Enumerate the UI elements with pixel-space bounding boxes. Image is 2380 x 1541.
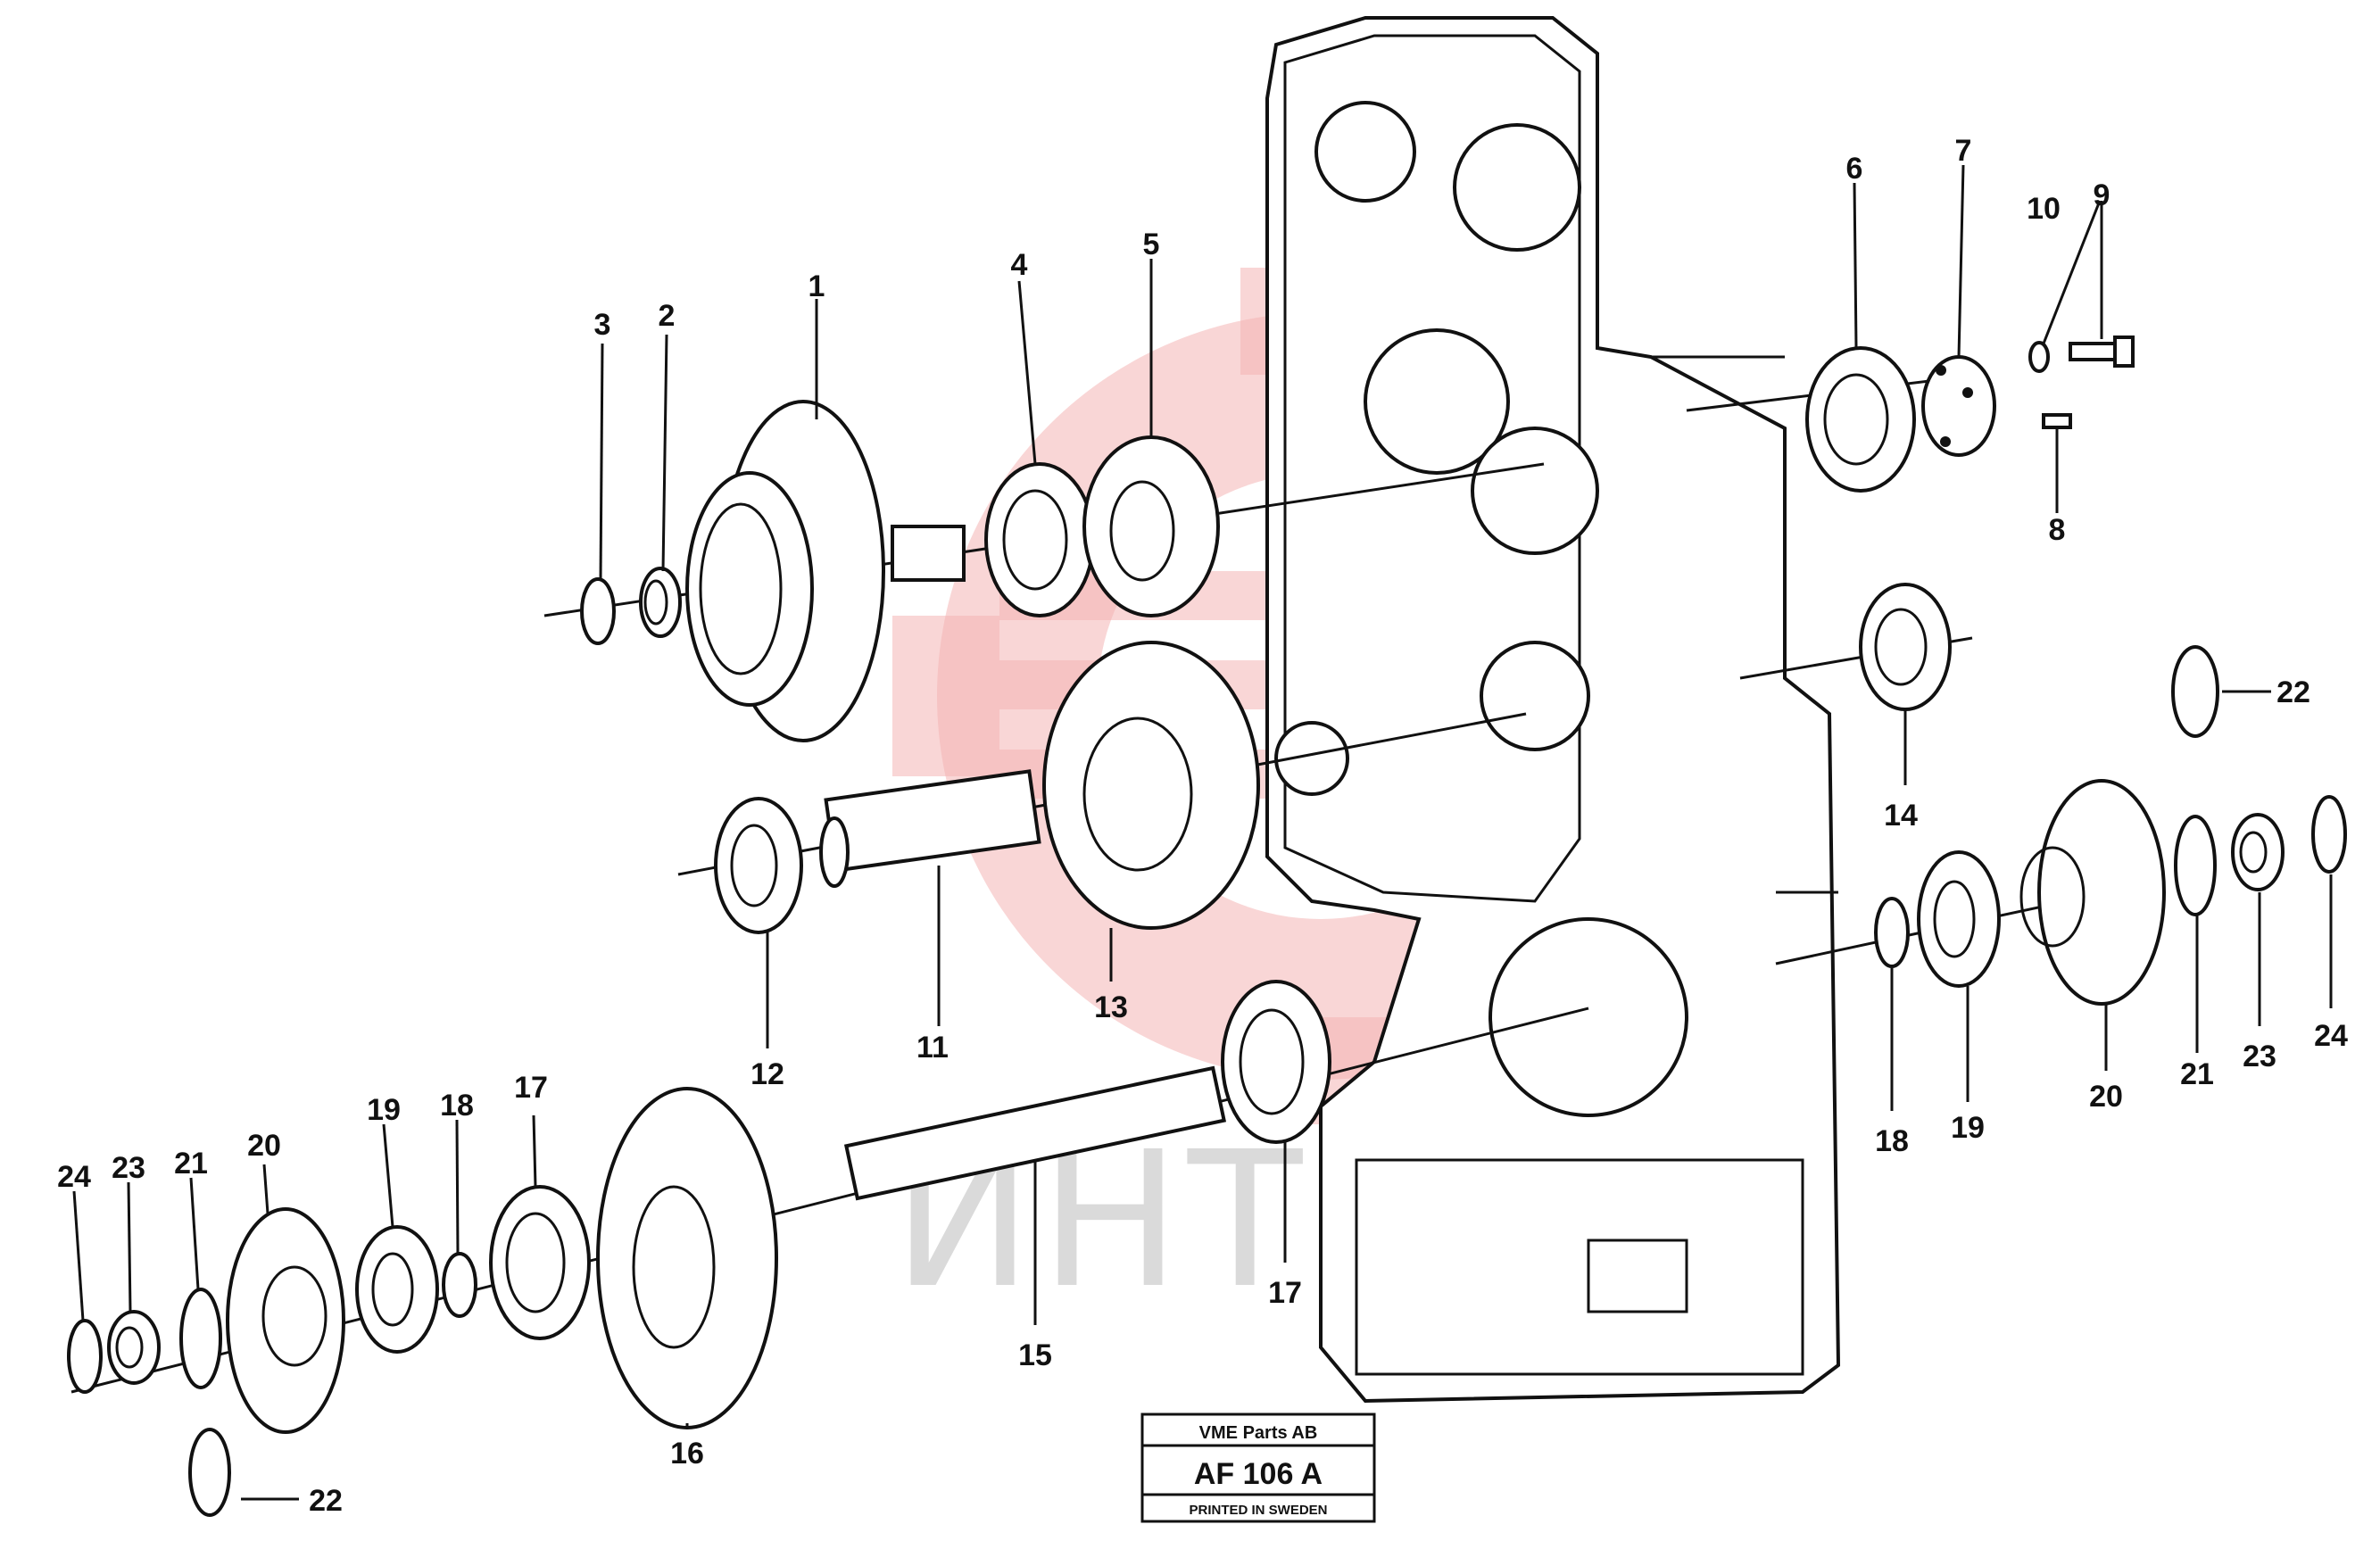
stamp-printed: PRINTED IN SWEDEN	[1189, 1503, 1327, 1518]
part-20-flange-left	[226, 1207, 345, 1434]
callout-1: 1	[809, 269, 825, 303]
callout-11: 11	[916, 1031, 949, 1065]
callout-13: 13	[1094, 990, 1128, 1024]
part-9-bolt	[2069, 336, 2135, 368]
callout-15: 15	[1018, 1338, 1052, 1372]
callout-9: 9	[2094, 178, 2110, 212]
part-22-lock-plate-left	[188, 1428, 231, 1517]
part-19-seal-left	[355, 1225, 439, 1354]
callout-18-left: 18	[440, 1089, 474, 1123]
callout-24-left: 24	[57, 1160, 91, 1194]
part-18-ring-left	[442, 1252, 477, 1318]
part-3-snap-ring	[580, 577, 616, 645]
callout-5: 5	[1143, 228, 1160, 261]
part-22-lock-plate-right	[2171, 645, 2219, 738]
part-10-washer	[2028, 341, 2050, 373]
part-24-snap-ring-right	[2311, 795, 2347, 874]
callout-3: 3	[594, 308, 611, 342]
callout-10: 10	[2027, 192, 2061, 226]
leader-lines	[72, 164, 2333, 1501]
part-12-bearing	[714, 797, 803, 934]
part-20-flange-right	[2019, 779, 2166, 1006]
part-23-nut-right	[2231, 813, 2285, 891]
part-18-ring-right	[1874, 897, 1910, 968]
part-13-gear	[1042, 641, 1260, 930]
callout-22-left: 22	[309, 1484, 343, 1518]
part-17-bearing-left	[489, 1185, 591, 1340]
callout-7: 7	[1955, 134, 1972, 168]
part-1-input-gear	[685, 400, 966, 742]
part-6-bearing	[1805, 346, 1916, 493]
part-17-bearing-right	[1221, 980, 1331, 1144]
callout-20-right: 20	[2089, 1080, 2123, 1114]
part-8-pin	[2042, 413, 2072, 429]
callout-17-left: 17	[514, 1071, 548, 1105]
callout-23-left: 23	[112, 1151, 145, 1185]
part-24-snap-ring-left	[67, 1319, 103, 1394]
callout-20-left: 20	[247, 1129, 281, 1163]
transmission-housing	[1265, 16, 1841, 1404]
stamp-company: VME Parts AB	[1199, 1423, 1318, 1443]
callout-21-left: 21	[174, 1147, 208, 1181]
callout-17-right: 17	[1268, 1276, 1302, 1310]
callout-21-right: 21	[2180, 1057, 2214, 1091]
part-19-seal-right	[1917, 850, 2001, 988]
callout-16: 16	[670, 1437, 704, 1471]
title-stamp: VME Parts AB AF 106 A PRINTED IN SWEDEN	[1140, 1413, 1376, 1523]
stamp-code: AF 106 A	[1194, 1457, 1323, 1491]
callout-12: 12	[750, 1057, 784, 1091]
part-4-bearing	[984, 462, 1095, 617]
callout-2: 2	[659, 299, 676, 333]
callout-19-left: 19	[367, 1093, 401, 1127]
callout-4: 4	[1011, 248, 1028, 282]
part-7-cover	[1921, 355, 1996, 457]
part-15-output-shaft	[843, 1065, 1227, 1201]
part-2-nut	[639, 567, 682, 638]
callout-24-right: 24	[2314, 1019, 2348, 1053]
part-14-bearing	[1859, 583, 1952, 711]
part-21-lock-plate-right	[2174, 815, 2217, 916]
callout-14: 14	[1884, 799, 1918, 833]
callout-8: 8	[2049, 513, 2066, 547]
part-11-shaft	[819, 769, 1041, 888]
callout-22-right: 22	[2276, 675, 2310, 709]
callout-19-right: 19	[1951, 1111, 1985, 1145]
callout-18-right: 18	[1875, 1124, 1909, 1158]
callout-23-right: 23	[2243, 1040, 2276, 1073]
part-23-nut-left	[107, 1310, 161, 1385]
callout-6: 6	[1846, 152, 1863, 186]
part-5-gear	[1082, 435, 1220, 617]
part-21-lock-plate-left	[179, 1288, 222, 1389]
part-16-gear	[596, 1087, 778, 1429]
